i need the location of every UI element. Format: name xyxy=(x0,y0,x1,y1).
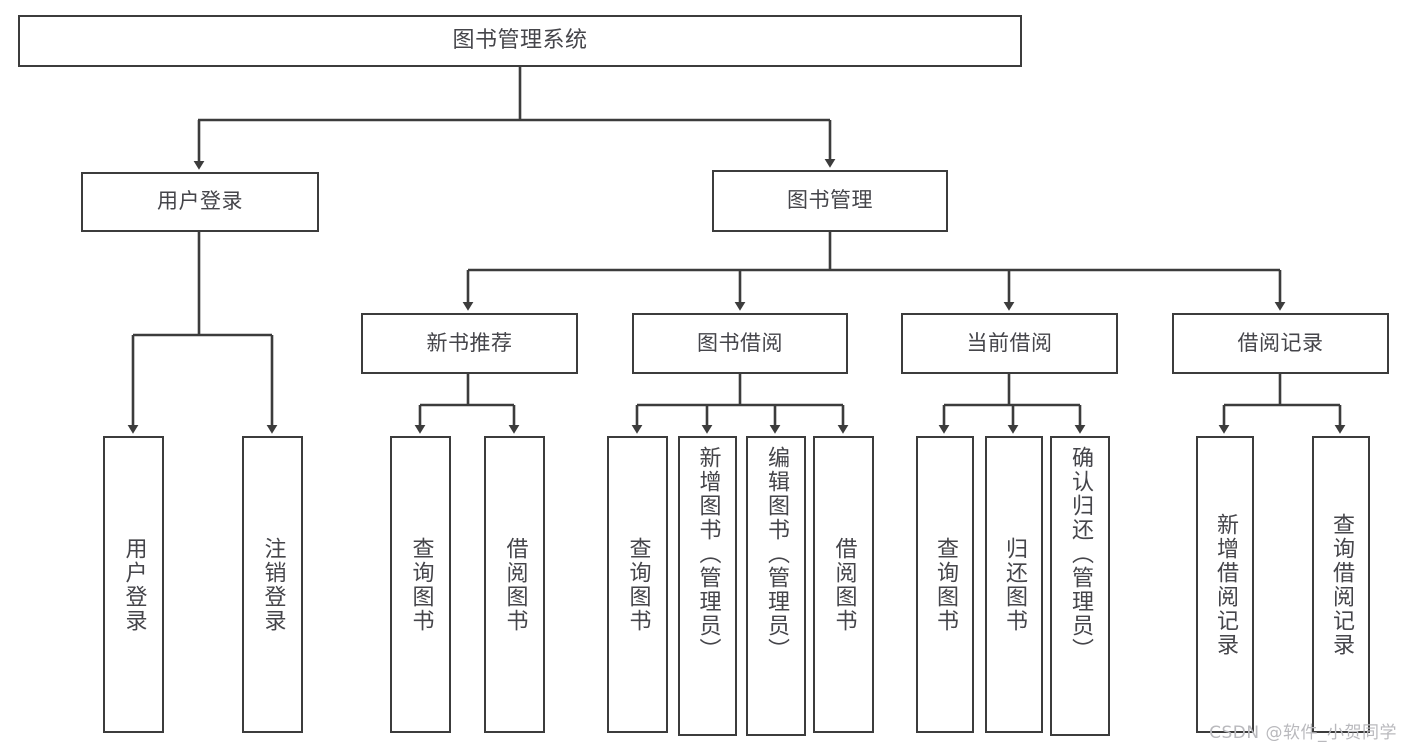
node-root[interactable]: 图书管理系统 xyxy=(18,15,1022,67)
node-new-book-rec[interactable]: 新书推荐 xyxy=(361,313,578,374)
node-leaf-borrow-book-2-label: 借阅图书 xyxy=(831,536,857,633)
node-leaf-borrow-book-1-label: 借阅图书 xyxy=(502,536,528,633)
node-leaf-logout-label: 注销登录 xyxy=(260,536,286,633)
node-leaf-borrow-book-1[interactable]: 借阅图书 xyxy=(484,436,545,733)
node-leaf-add-record[interactable]: 新增借阅记录 xyxy=(1196,436,1254,733)
node-leaf-query-book-1[interactable]: 查询图书 xyxy=(390,436,451,733)
node-leaf-query-book-2[interactable]: 查询图书 xyxy=(607,436,668,733)
node-borrow-record-label: 借阅记录 xyxy=(1237,330,1324,355)
node-leaf-borrow-book-2[interactable]: 借阅图书 xyxy=(813,436,874,733)
node-book-manage[interactable]: 图书管理 xyxy=(712,170,948,232)
node-leaf-user-login-label: 用户登录 xyxy=(121,536,147,633)
watermark: CSDN @软件_小贺同学 xyxy=(1209,723,1397,743)
node-new-book-rec-label: 新书推荐 xyxy=(426,330,513,355)
node-leaf-return-book-label: 归还图书 xyxy=(1002,536,1027,633)
node-leaf-query-book-3[interactable]: 查询图书 xyxy=(916,436,974,733)
node-current-borrow-label: 当前借阅 xyxy=(966,330,1053,355)
node-user-login-label: 用户登录 xyxy=(157,189,243,214)
node-leaf-add-book-label: 新增图书（管理员） xyxy=(695,446,721,662)
node-leaf-add-record-label: 新增借阅记录 xyxy=(1213,512,1238,657)
node-leaf-confirm-return[interactable]: 确认归还（管理员） xyxy=(1050,436,1110,736)
node-current-borrow[interactable]: 当前借阅 xyxy=(901,313,1118,374)
node-leaf-return-book[interactable]: 归还图书 xyxy=(985,436,1043,733)
node-leaf-user-login[interactable]: 用户登录 xyxy=(103,436,164,733)
node-leaf-query-book-3-label: 查询图书 xyxy=(933,536,958,633)
node-root-label: 图书管理系统 xyxy=(452,27,588,53)
node-leaf-edit-book-label: 编辑图书（管理员） xyxy=(764,446,789,662)
node-leaf-query-book-2-label: 查询图书 xyxy=(625,536,651,633)
node-leaf-logout[interactable]: 注销登录 xyxy=(242,436,303,733)
node-borrow-record[interactable]: 借阅记录 xyxy=(1172,313,1389,374)
node-book-borrow-label: 图书借阅 xyxy=(697,330,783,355)
node-book-manage-label: 图书管理 xyxy=(787,188,873,213)
node-leaf-query-record-label: 查询借阅记录 xyxy=(1329,512,1354,657)
node-leaf-query-record[interactable]: 查询借阅记录 xyxy=(1312,436,1370,733)
node-leaf-query-book-1-label: 查询图书 xyxy=(408,536,434,633)
node-book-borrow[interactable]: 图书借阅 xyxy=(632,313,848,374)
node-leaf-edit-book[interactable]: 编辑图书（管理员） xyxy=(746,436,806,736)
node-leaf-confirm-return-label: 确认归还（管理员） xyxy=(1068,446,1093,662)
node-leaf-add-book[interactable]: 新增图书（管理员） xyxy=(678,436,737,736)
node-user-login[interactable]: 用户登录 xyxy=(81,172,319,232)
